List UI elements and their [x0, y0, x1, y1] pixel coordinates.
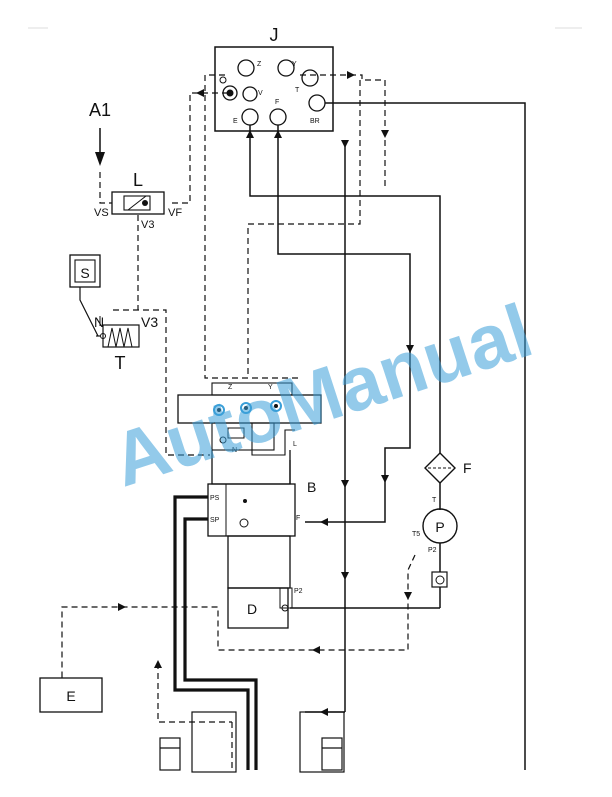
- a1-arrow: [95, 152, 105, 166]
- label-b-sp: SP: [210, 517, 220, 524]
- label-block-b: B: [307, 479, 316, 495]
- label-block-j: J: [270, 25, 279, 45]
- cylinder-body: [227, 535, 291, 589]
- thick-lines: [173, 495, 258, 770]
- bottom-parts: [159, 711, 345, 773]
- label-block-d: D: [247, 601, 257, 617]
- label-pump-t5: T5: [412, 531, 420, 538]
- block-d: [227, 587, 293, 629]
- block-j: [214, 46, 334, 132]
- pressure-switch: [69, 254, 140, 348]
- filter-f: [424, 452, 456, 484]
- label-b-ps: PS: [210, 495, 220, 502]
- label-a1: A1: [89, 100, 111, 120]
- label-switch-v3: V3: [141, 314, 158, 330]
- solid-lines: [249, 102, 526, 770]
- label-ctrl-n: N: [232, 447, 237, 454]
- port-y-circle: [277, 59, 295, 77]
- label-port-t: T: [295, 87, 300, 94]
- label-v3: V3: [141, 219, 154, 231]
- label-box-e: E: [66, 688, 75, 704]
- label-pump-t: T: [432, 497, 437, 504]
- box-e: [39, 677, 103, 713]
- label-pump-p2: P2: [428, 547, 437, 554]
- control-valve-block: [177, 382, 322, 456]
- port-f-circle: [269, 108, 287, 126]
- label-port-f: F: [275, 99, 279, 106]
- port-e-circle: [241, 108, 259, 126]
- pump-p: [422, 508, 458, 588]
- label-b-f: F: [296, 515, 300, 522]
- label-vf: VF: [168, 207, 182, 219]
- dashed-lines: [61, 74, 416, 770]
- label-ctrl-y: Y: [268, 384, 273, 391]
- arrow-heads: [246, 130, 414, 716]
- watermark-text: AutoManual: [102, 288, 542, 503]
- label-ctrl-l: L: [293, 441, 297, 448]
- port-z-circle: [237, 59, 255, 77]
- label-switch-n: N: [94, 314, 104, 330]
- dashed-arrow-heads: [118, 71, 412, 668]
- port-br-circle: [308, 94, 326, 112]
- label-port-z: Z: [257, 61, 262, 68]
- label-vs: VS: [94, 207, 109, 219]
- label-port-br: BR: [310, 118, 320, 125]
- label-port-y: Y: [292, 61, 297, 68]
- port-v-circle: [242, 86, 258, 102]
- port-t-circle: [301, 69, 319, 87]
- label-switch-s: S: [80, 265, 89, 281]
- label-ctrl-z: Z: [228, 384, 233, 391]
- label-port-v: V: [258, 90, 263, 97]
- label-d-p2: P2: [294, 588, 303, 595]
- valve-l: [111, 191, 165, 215]
- label-pump-p: P: [435, 519, 444, 535]
- label-filter-f: F: [463, 460, 472, 476]
- label-port-e: E: [233, 118, 238, 125]
- label-valve-l: L: [133, 170, 143, 190]
- label-switch-t: T: [115, 353, 126, 373]
